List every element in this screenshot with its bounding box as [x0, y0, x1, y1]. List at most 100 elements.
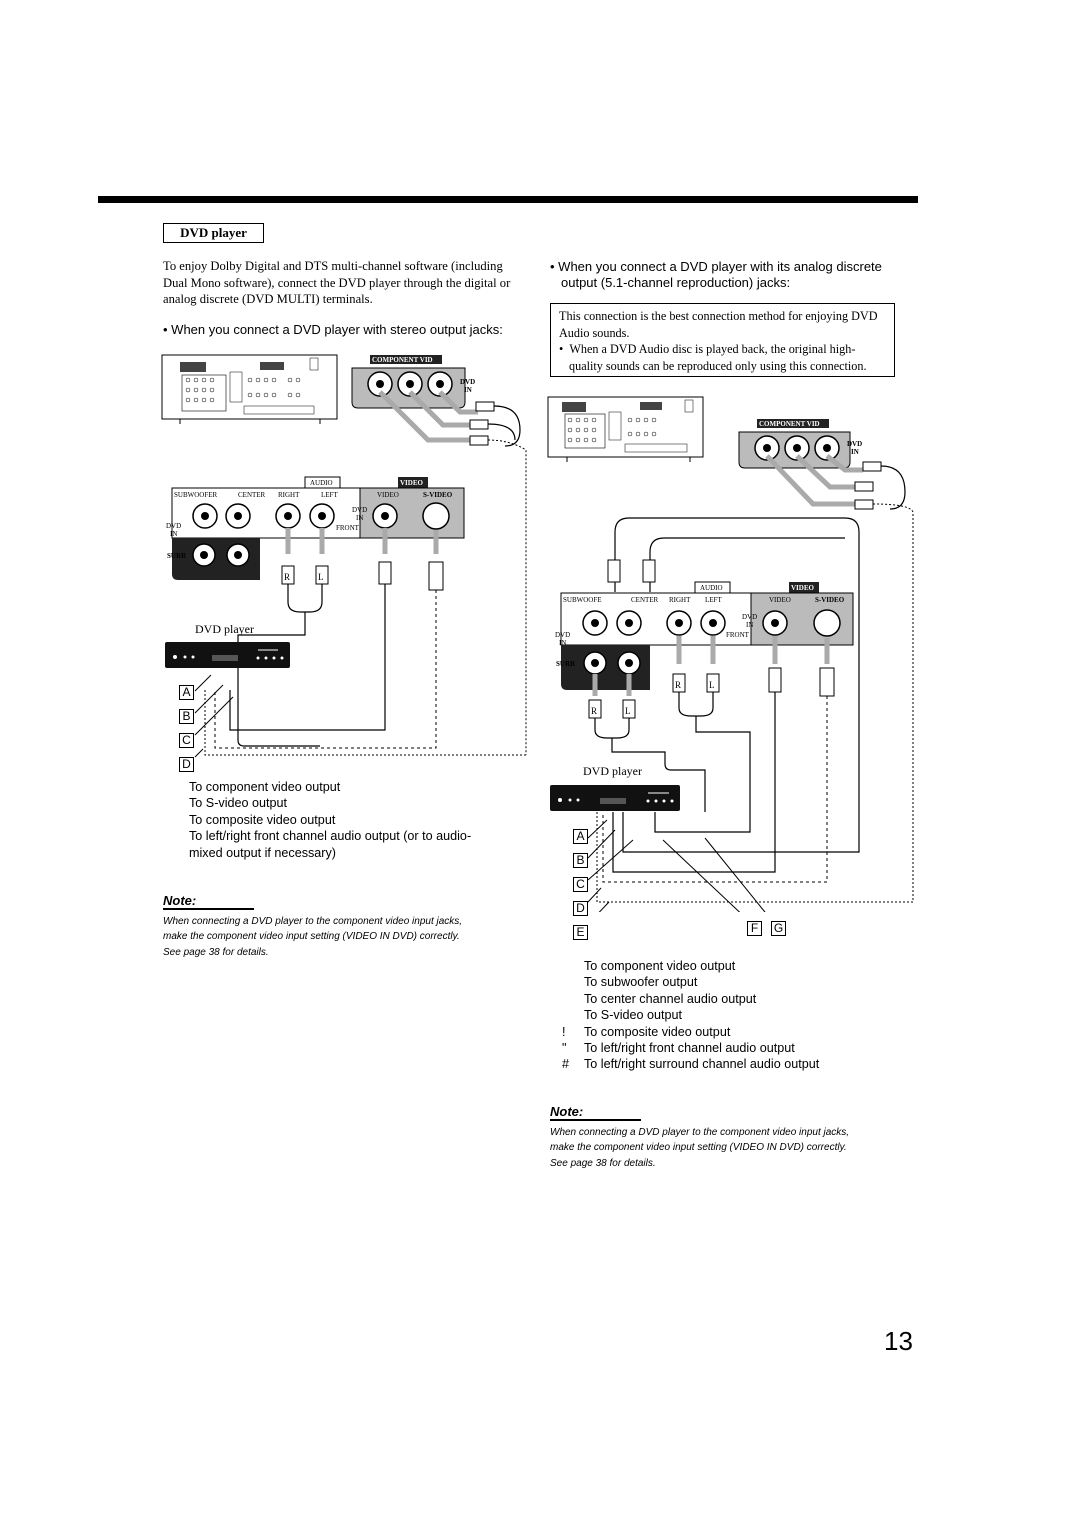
right-note-text: When connecting a DVD player to the comp… — [550, 1127, 850, 1169]
dvd-label: DVD — [742, 613, 757, 621]
left-note-text: When connecting a DVD player to the comp… — [163, 916, 463, 958]
video-label: VIDEO — [377, 491, 399, 499]
intro-line: Dual Mono software), connect the DVD pla… — [163, 275, 511, 290]
plug-l-label: L — [625, 706, 631, 716]
legend-item: To S-video output — [189, 796, 288, 811]
info-line: This connection is the best connection m… — [559, 309, 878, 323]
s-video-label: S-VIDEO — [423, 491, 453, 499]
in-label: IN — [356, 514, 363, 522]
dvd-label: DVD — [352, 506, 367, 514]
legend-item: !To composite video output — [562, 1024, 731, 1039]
left-note-rule — [163, 908, 254, 910]
label-letters-right: A B C D E — [573, 829, 588, 940]
dvd-label: DVD — [166, 522, 181, 530]
component-video-panel: COMPONENT VID DVD IN — [351, 355, 527, 755]
intro-line: To enjoy Dolby Digital and DTS multi-cha… — [163, 259, 503, 273]
right-note-rule — [550, 1119, 641, 1121]
legend-item: To subwoofer output — [584, 975, 698, 990]
legend-item: "To left/right front channel audio outpu… — [562, 1041, 795, 1056]
letter-d: D — [573, 901, 588, 916]
letter-g: G — [771, 921, 786, 936]
info-box: This connection is the best connection m… — [550, 303, 895, 377]
section-title: DVD player — [163, 223, 264, 243]
legend-item: To center channel audio output — [584, 991, 757, 1006]
audio-label: AUDIO — [310, 479, 333, 487]
letter-c: C — [179, 733, 194, 748]
letter-c: C — [573, 877, 588, 892]
letter-a: A — [179, 685, 194, 700]
dvd-label: DVD — [847, 440, 862, 448]
legend-item: mixed output if necessary) — [189, 845, 336, 860]
subwoofer-label: SUBWOOFER — [174, 491, 218, 499]
legend-item: #To left/right surround channel audio ou… — [562, 1057, 820, 1072]
bullet-dot: • — [559, 342, 570, 356]
legend-item: To component video output — [189, 780, 341, 794]
letter-f: F — [747, 921, 762, 936]
surr-label: SURR — [167, 552, 187, 560]
audio-video-terminal-panel: AUDIO VIDEO SUBWOOFE CENTER RIGHT LEFT V… — [555, 581, 854, 690]
video-header-label: VIDEO — [400, 479, 424, 487]
right-note-title: Note: — [550, 1104, 584, 1119]
label-letters-left: A B C D — [179, 685, 194, 772]
component-video-label: COMPONENT VID — [759, 420, 820, 428]
front-label: FRONT — [726, 631, 750, 639]
top-rule — [98, 196, 918, 203]
plug-l-label: L — [709, 680, 715, 690]
legend-item: To S-video output — [584, 1008, 683, 1023]
legend-item: To left/right front channel audio output… — [189, 829, 472, 844]
left-label: LEFT — [705, 596, 722, 604]
left-connection-diagram: COMPONENT VID DVD IN AUDIO VIDEO SUBWOOF… — [161, 354, 527, 756]
info-bullet-cont: quality sounds can be reproduced only us… — [569, 358, 867, 373]
in-label: IN — [170, 530, 177, 538]
bullet-dot: • — [163, 322, 172, 337]
bullet-line: When you connect a DVD player with its a… — [558, 259, 882, 274]
plug-l-label: L — [318, 572, 324, 582]
stereo-bullet: • When you connect a DVD player with ste… — [163, 322, 533, 338]
intro-paragraph: To enjoy Dolby Digital and DTS multi-cha… — [163, 258, 543, 308]
legend-item: To composite video output — [189, 812, 336, 827]
letter-b: B — [573, 853, 588, 868]
component-video-panel: COMPONENT VID DVD IN — [738, 419, 914, 902]
in-label: IN — [746, 621, 753, 629]
left-note-title: Note: — [163, 893, 197, 908]
letter-e: E — [573, 925, 588, 940]
dvd-player-caption: DVD player — [583, 764, 642, 778]
bullet-line: output (5.1-channel reproduction) jacks: — [561, 275, 791, 290]
dvd-label: DVD — [555, 631, 570, 639]
subwoofer-label: SUBWOOFE — [563, 596, 602, 604]
letter-a: A — [573, 829, 588, 844]
intro-line: analog discrete (DVD MULTI) terminals. — [163, 292, 373, 306]
s-video-label: S-VIDEO — [815, 596, 845, 604]
surr-label: SURR — [556, 660, 576, 668]
left-legend: To component video output To S-video out… — [167, 779, 471, 861]
plug-r-label: R — [284, 572, 290, 582]
analog-discrete-bullet: • When you connect a DVD player with its… — [550, 259, 920, 291]
letter-b: B — [179, 709, 194, 724]
center-label: CENTER — [238, 491, 266, 499]
info-bullet: When a DVD Audio disc is played back, th… — [569, 342, 856, 356]
dvd-player-icon — [550, 785, 680, 811]
dvd-player-icon — [165, 642, 290, 668]
label-letters-fg: F G — [747, 921, 786, 936]
right-legend: To component video output To subwoofer o… — [562, 958, 819, 1073]
video-label: VIDEO — [769, 596, 791, 604]
video-header-label: VIDEO — [791, 584, 815, 592]
plug-r-label: R — [591, 706, 597, 716]
right-label: RIGHT — [669, 596, 691, 604]
left-letter-leaders — [194, 674, 234, 758]
plug-r-label: R — [675, 680, 681, 690]
audio-video-terminal-panel: AUDIO VIDEO SUBWOOFER CENTER RIGHT LEFT … — [166, 476, 465, 580]
in-label: IN — [851, 448, 859, 456]
audio-plugs: R L — [281, 528, 444, 591]
audio-label: AUDIO — [700, 584, 723, 592]
right-connection-diagram: COMPONENT VID DVD IN AUDIO VIDEO SUBWOOF… — [547, 396, 914, 912]
dvd-player-caption: DVD player — [195, 622, 254, 636]
receiver-rear-panel-icon — [161, 354, 338, 424]
legend-item: To component video output — [584, 959, 736, 973]
left-label: LEFT — [321, 491, 338, 499]
dvd-label: DVD — [460, 378, 475, 386]
page-number: 13 — [884, 1326, 913, 1356]
letter-d: D — [179, 757, 194, 772]
center-label: CENTER — [631, 596, 659, 604]
right-label: RIGHT — [278, 491, 300, 499]
